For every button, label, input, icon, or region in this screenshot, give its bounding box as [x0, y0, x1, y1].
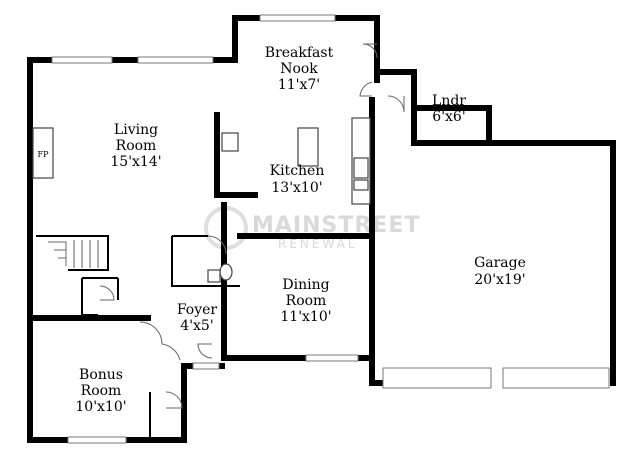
bath-sink-icon: [207, 269, 221, 283]
breakfast-name-1: Breakfast: [265, 45, 334, 61]
watermark-line-2: RENEWAL: [278, 237, 358, 251]
garage-size: 20'x19': [474, 272, 525, 288]
interior-walls: [81, 69, 380, 438]
bonus-name-1: Bonus: [79, 367, 123, 383]
doors: [99, 43, 405, 409]
fireplace-label: FP: [38, 150, 50, 159]
door-laundry: [387, 95, 405, 113]
breakfast-name-2: Nook: [280, 61, 318, 77]
door-garage: [359, 81, 373, 97]
dining-size: 11'x10': [280, 309, 331, 325]
door-bonus: [139, 321, 163, 345]
watermark: MAINSTREET RENEWAL: [204, 206, 419, 251]
bonus-name-2: Room: [81, 383, 122, 399]
living-name-1: Living: [114, 122, 158, 138]
kitchen-counter-top: [221, 132, 239, 152]
fireplace-icon: [32, 127, 54, 179]
laundry-size: 6'x6': [432, 109, 465, 125]
bonus-size: 10'x10': [75, 399, 126, 415]
door-bonus-2: [161, 343, 181, 361]
door-powder: [207, 235, 227, 255]
window-living-2: [137, 56, 214, 64]
garage-name: Garage: [474, 255, 526, 271]
living-size: 15'x14': [110, 154, 161, 170]
dining-name-2: Room: [286, 293, 327, 309]
laundry-name: Lndr: [432, 93, 466, 109]
cabinet-icon: [353, 179, 369, 191]
foyer-size: 4'x5': [180, 318, 213, 334]
dining-name-1: Dining: [282, 277, 329, 293]
living-name-2: Room: [116, 138, 157, 154]
door-closet: [165, 391, 183, 409]
kitchen-size: 13'x10': [271, 180, 322, 196]
door-foyer: [197, 343, 213, 359]
fixtures: [32, 117, 371, 283]
window-living-1: [51, 56, 113, 64]
window-breakfast: [259, 14, 336, 22]
door-breakfast: [362, 43, 378, 59]
kitchen-name: Kitchen: [270, 163, 325, 179]
door-hall-closet: [99, 285, 115, 301]
foyer-name: Foyer: [177, 302, 218, 318]
window-bonus: [67, 436, 127, 444]
garage-door-1: [382, 367, 492, 389]
windows: [51, 14, 610, 444]
garage-door-2: [502, 367, 610, 389]
kitchen-island: [297, 127, 319, 167]
window-dining: [305, 354, 359, 362]
window-foyer: [192, 362, 220, 370]
room-labels: Breakfast Nook 11'x7' Living Room 15'x14…: [38, 45, 526, 415]
sink-icon: [353, 157, 369, 179]
staircase: [36, 235, 109, 271]
toilet-icon: [219, 263, 233, 281]
breakfast-size: 11'x7': [278, 77, 320, 93]
